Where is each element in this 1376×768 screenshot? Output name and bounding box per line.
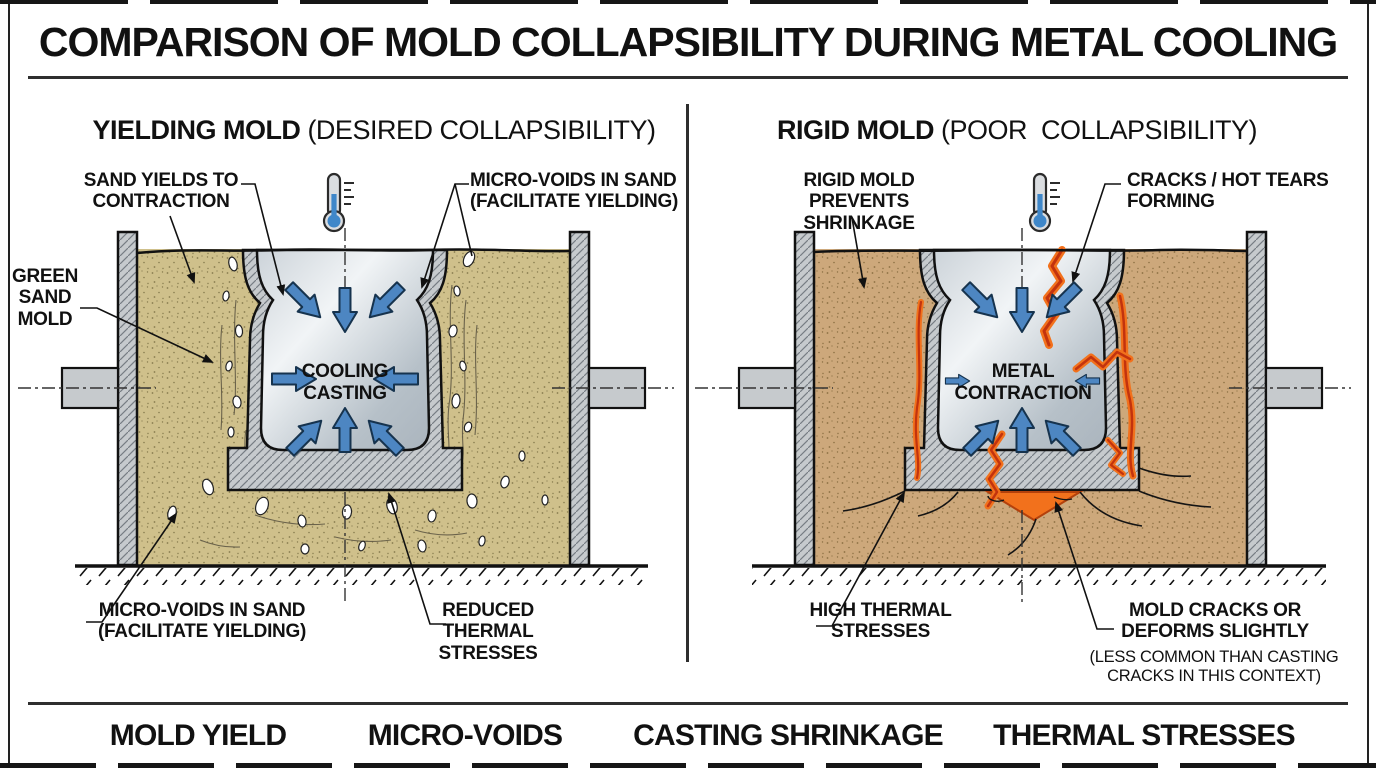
left-panel-title-bold: YIELDING MOLD <box>92 115 301 145</box>
page-title: COMPARISON OF MOLD COLLAPSIBILITY DURING… <box>38 19 1338 65</box>
footer-item-mold-yield: MOLD YIELD <box>109 719 287 752</box>
right-centerlines <box>695 228 1351 604</box>
thermometer-icon <box>1028 172 1062 233</box>
right-panel-title-note: (POOR COLLAPSIBILITY) <box>933 115 1258 145</box>
footer-item-micro-voids: MICRO-VOIDS <box>367 719 563 752</box>
label-high-thermal: HIGH THERMAL STRESSES <box>809 600 952 643</box>
label-mold-cracks: MOLD CRACKS OR DEFORMS SLIGHTLY <box>1121 600 1309 643</box>
footer-item-casting-shrinkage: CASTING SHRINKAGE <box>633 719 944 752</box>
leader-high-thermal <box>816 491 905 627</box>
right-wall-hot-tears <box>912 292 1137 481</box>
leader-rigid-prevents <box>851 217 867 289</box>
label-mold-cracks-note: (LESS COMMON THAN CASTING CRACKS IN THIS… <box>1089 648 1339 685</box>
left-panel-title: YIELDING MOLD (DESIRED COLLAPSIBILITY) <box>60 115 688 146</box>
leader-mold-cracks <box>1054 501 1114 630</box>
left-centerlines <box>18 228 674 604</box>
leader-reduced-thermal <box>387 492 446 625</box>
right-leader-lines <box>816 183 1121 630</box>
left-border <box>8 0 10 768</box>
right-mold-diagram <box>695 172 1351 630</box>
top-crop-edge <box>0 0 1376 4</box>
left-sand-top-line <box>136 248 571 255</box>
mold-crack-lines <box>842 467 1212 556</box>
thermometer-icon <box>322 172 356 233</box>
label-reduced-thermal: REDUCED THERMAL STRESSES <box>438 600 538 664</box>
leader-microvoids-top-b <box>454 183 473 257</box>
right-sand-top-line <box>813 248 1248 254</box>
right-flask-wall-right <box>1245 230 1268 567</box>
right-panel-title-bold: RIGID MOLD <box>776 115 935 145</box>
left-flask-wall-right <box>568 230 591 567</box>
label-cooling-casting: COOLING CASTING <box>301 361 389 405</box>
title-divider <box>28 76 1348 79</box>
panel-divider <box>686 104 689 662</box>
left-leader-lines <box>80 183 473 625</box>
label-sand-yields: SAND YIELDS TO CONTRACTION <box>83 170 239 213</box>
leader-green-sand <box>80 307 214 363</box>
label-cracks-forming: CRACKS / HOT TEARS FORMING <box>1127 170 1329 213</box>
leader-sand-yields <box>241 183 286 296</box>
leader-sand-yields-2 <box>169 215 196 284</box>
right-ground <box>752 564 1326 585</box>
casting-hot-tears <box>984 246 1134 510</box>
bottom-crop-edge <box>0 763 1376 768</box>
left-panel-title-note: (DESIRED COLLAPSIBILITY) <box>300 115 656 145</box>
footer-item-thermal-stresses: THERMAL STRESSES <box>993 719 1295 752</box>
left-sand-flow-lines <box>199 284 478 548</box>
label-green-sand: GREEN SAND MOLD <box>12 266 79 330</box>
footer-divider <box>28 702 1348 705</box>
label-metal-contraction: METAL CONTRACTION <box>954 361 1092 405</box>
label-microvoids-bottom: MICRO-VOIDS IN SAND (FACILITATE YIELDING… <box>98 600 306 643</box>
left-flask-wall-left <box>116 230 139 567</box>
leader-microvoids-bottom <box>86 512 178 623</box>
right-border <box>1367 0 1369 768</box>
leader-cracks-forming <box>1071 183 1121 283</box>
left-ground <box>75 564 648 585</box>
label-microvoids-top: MICRO-VOIDS IN SAND (FACILITATE YIELDING… <box>470 170 678 213</box>
right-flask-wall-left <box>793 230 816 567</box>
left-mold-diagram <box>18 172 674 625</box>
right-panel-title: RIGID MOLD (POOR COLLAPSIBILITY) <box>688 115 1346 146</box>
label-rigid-prevents: RIGID MOLD PREVENTS SHRINKAGE <box>803 170 915 234</box>
